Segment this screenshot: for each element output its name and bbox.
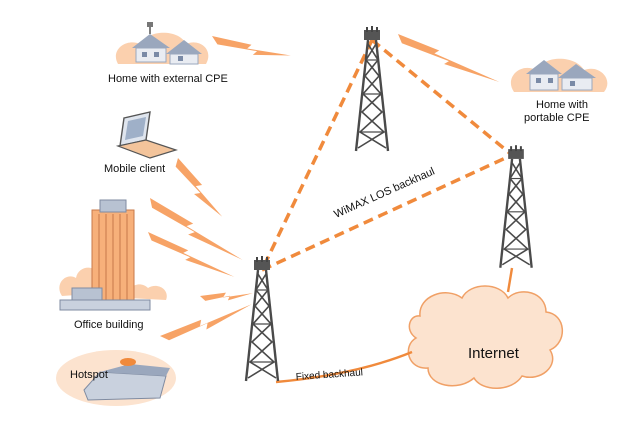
wireless-bolt-home-portable <box>398 34 500 82</box>
wireless-bolt-mobile <box>175 158 223 217</box>
wireless-bolt-office-2 <box>148 232 235 277</box>
office-building-icon: Office building <box>59 199 167 331</box>
label-home-portable-cpe-2: portable CPE <box>524 112 589 124</box>
wireless-bolt-office-3 <box>200 292 253 301</box>
wireless-bolt-office-1 <box>150 198 243 260</box>
tower-top <box>354 24 390 153</box>
hotspot-icon: Hotspot <box>56 350 176 406</box>
fixed-backhaul-link <box>275 267 514 384</box>
internet-cloud: Internet <box>407 285 564 389</box>
tower-right <box>499 144 533 269</box>
home-portable-cpe: Home with portable CPE <box>510 58 608 124</box>
wireless-bolt-hotspot <box>160 304 252 341</box>
tower-center <box>244 254 280 383</box>
label-home-portable-cpe-1: Home with <box>536 99 588 111</box>
label-mobile-client: Mobile client <box>104 163 165 175</box>
wireless-bolt-home-external <box>212 36 291 56</box>
label-office-building: Office building <box>74 319 144 331</box>
laptop-icon: Mobile client <box>104 111 178 175</box>
wimax-links <box>260 38 514 272</box>
label-home-external-cpe: Home with external CPE <box>108 73 228 85</box>
internet-label: Internet <box>468 345 520 362</box>
label-fixed-backhaul: Fixed backhaul <box>295 367 363 383</box>
home-external-cpe: Home with external CPE <box>108 22 228 85</box>
label-hotspot: Hotspot <box>70 369 108 381</box>
